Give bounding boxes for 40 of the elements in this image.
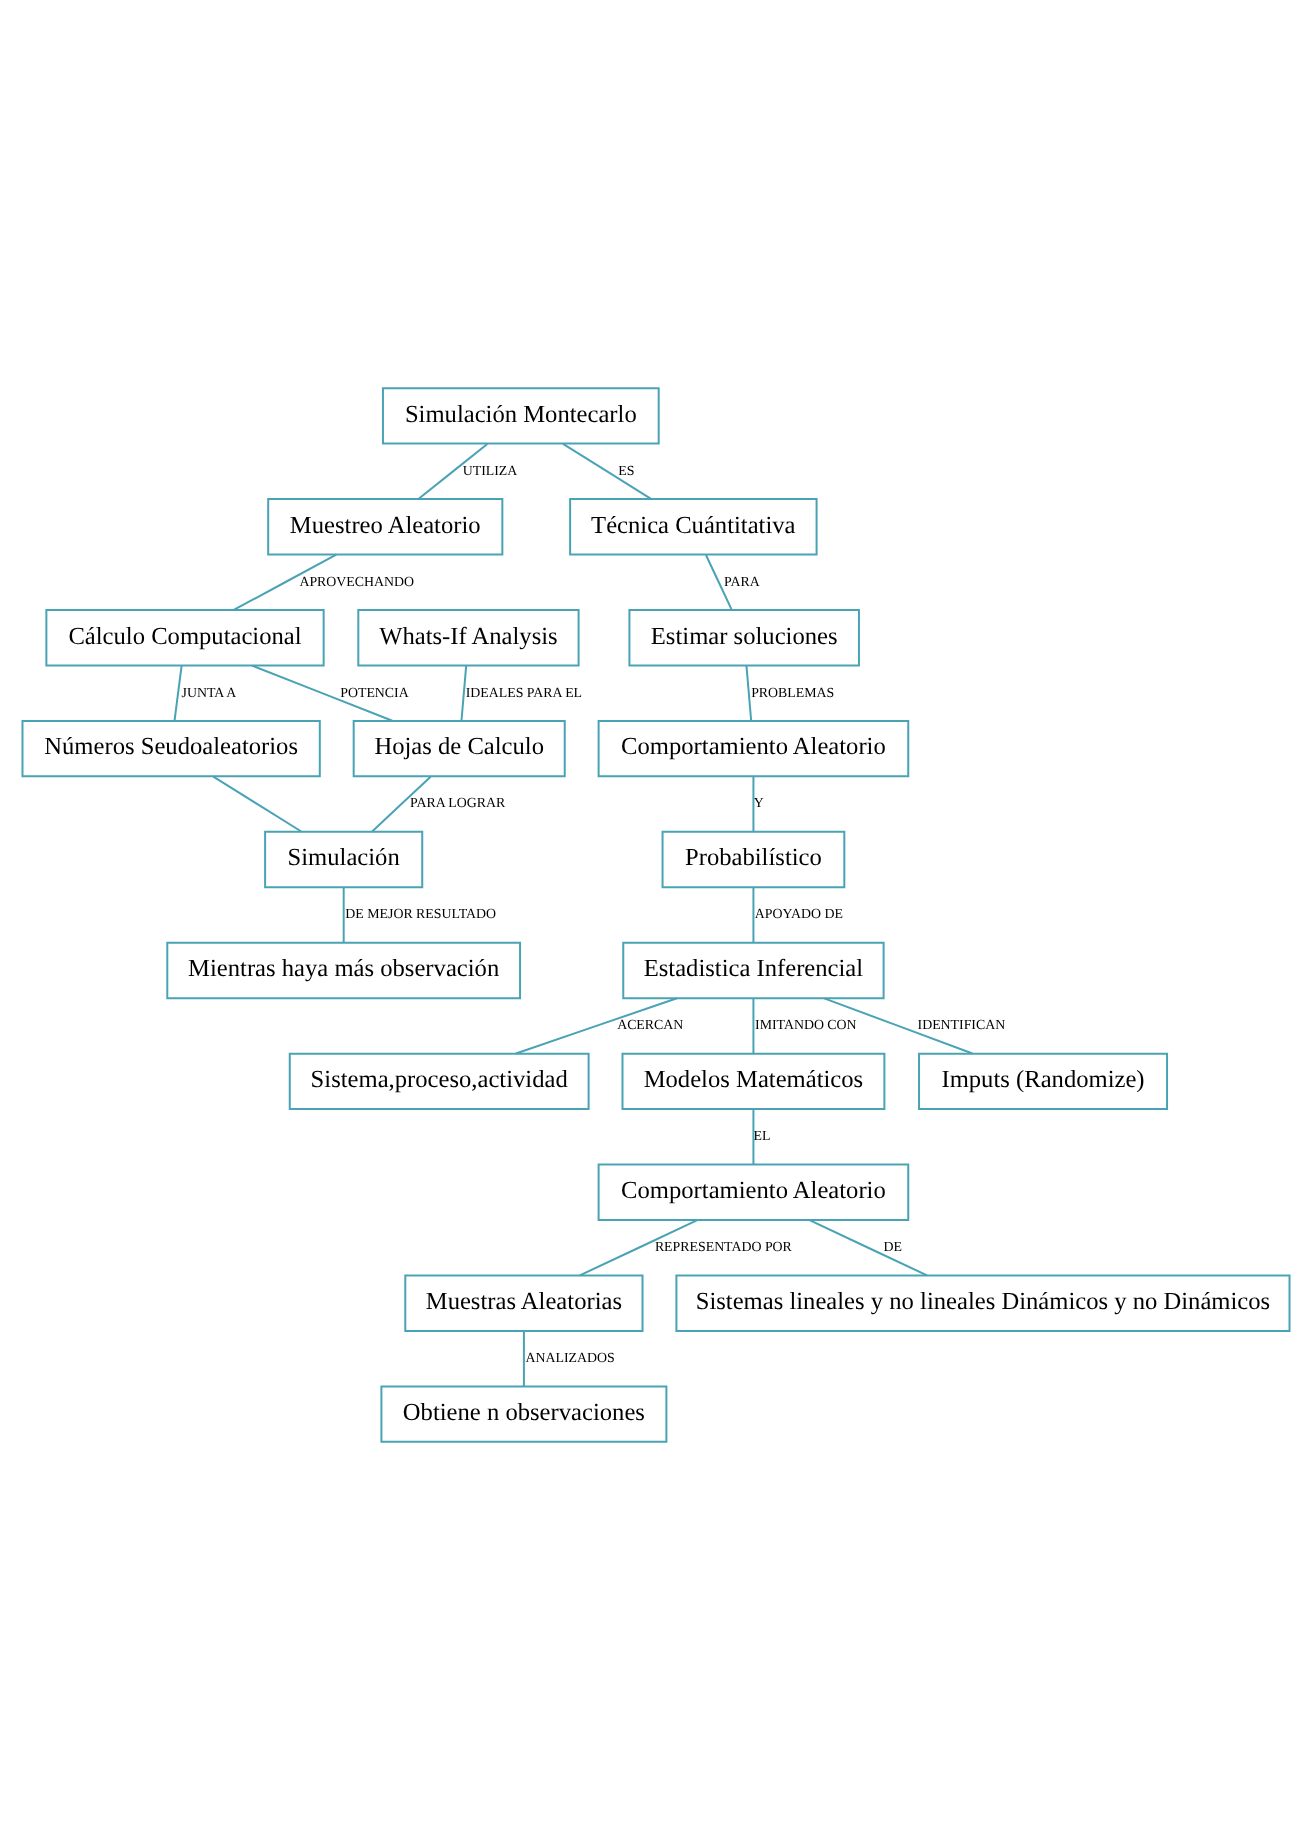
node-box: Estadistica Inferencial — [622, 940, 885, 999]
connector — [460, 663, 468, 721]
connector — [212, 774, 303, 832]
connector — [522, 1329, 525, 1387]
connector — [704, 553, 733, 610]
connector — [251, 663, 394, 721]
node-box: Comportamiento Aleatorio — [597, 1162, 910, 1220]
connector — [752, 885, 755, 943]
connector — [752, 1107, 755, 1165]
node-box: Cálculo Computacional — [45, 608, 325, 666]
connector — [562, 441, 652, 499]
connector — [417, 442, 489, 499]
node-box: Técnica Cuántitativa — [569, 497, 818, 555]
node-box: Simulación Montecarlo — [381, 386, 660, 444]
connector — [745, 663, 753, 721]
connector — [752, 774, 755, 832]
node-box: Muestreo Aleatorio — [267, 497, 504, 555]
connector — [578, 1218, 699, 1276]
connector — [808, 1218, 928, 1276]
node-box: Obtiene n observaciones — [380, 1384, 668, 1442]
node-box: Imputs (Randomize) — [918, 1051, 1169, 1110]
node-box: Números Seudoaleatorios — [21, 718, 321, 777]
connector — [233, 552, 338, 610]
connector — [342, 885, 345, 943]
connector — [370, 774, 432, 832]
node-box: Whats-If Analysis — [357, 608, 580, 666]
connector — [752, 996, 755, 1054]
node-box: Comportamiento Aleatorio — [597, 718, 910, 777]
node-box: Muestras Aleatorias — [404, 1273, 644, 1331]
connector — [173, 663, 183, 721]
node-box: Simulación — [264, 829, 424, 888]
node-box: Estimar soluciones — [628, 608, 860, 666]
node-box: Modelos Matemáticos — [621, 1051, 886, 1110]
node-box: Mientras haya más observación — [166, 940, 522, 999]
node-box: Probabilístico — [661, 829, 846, 888]
node-box: Hojas de Calculo — [352, 718, 566, 777]
connector — [515, 996, 678, 1054]
connector — [823, 996, 974, 1054]
node-box: Sistemas lineales y no lineales Dinámicos y no Dinámicos — [675, 1273, 1291, 1331]
node-box: Sistema,proceso,actividad — [288, 1051, 590, 1110]
